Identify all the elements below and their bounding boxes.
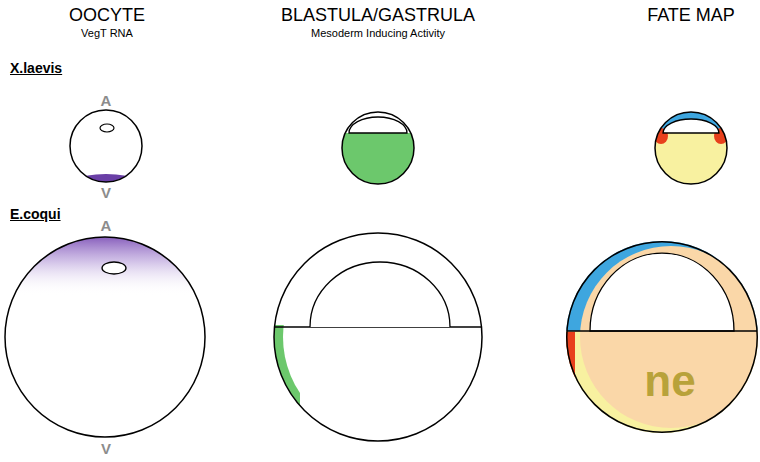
eleutherodactylus-blastula <box>270 233 490 441</box>
axis-marker: V <box>101 441 111 458</box>
column-title: OOCYTE <box>69 6 145 26</box>
axis-marker: A <box>101 218 112 235</box>
axis-marker: V <box>101 185 111 202</box>
xenopus-oocyte <box>54 110 158 218</box>
axis-marker: A <box>101 93 112 110</box>
species-name: E.coqui <box>10 207 61 222</box>
column-title: BLASTULA/GASTRULA <box>281 6 475 26</box>
fate-map-sphere: ne <box>566 241 758 433</box>
eleutherodactylus-oocyte <box>0 235 210 437</box>
fate-map-drawing <box>566 241 758 433</box>
column-title: FATE MAP <box>647 6 735 26</box>
species-name: X.laevis <box>10 61 62 76</box>
xenopus-blastula <box>330 112 430 193</box>
column-subtitle: VegT RNA <box>81 27 133 39</box>
region-label: ne <box>644 359 695 403</box>
xenopus-fate-map <box>650 100 740 200</box>
column-subtitle: Mesoderm Inducing Activity <box>311 27 445 39</box>
